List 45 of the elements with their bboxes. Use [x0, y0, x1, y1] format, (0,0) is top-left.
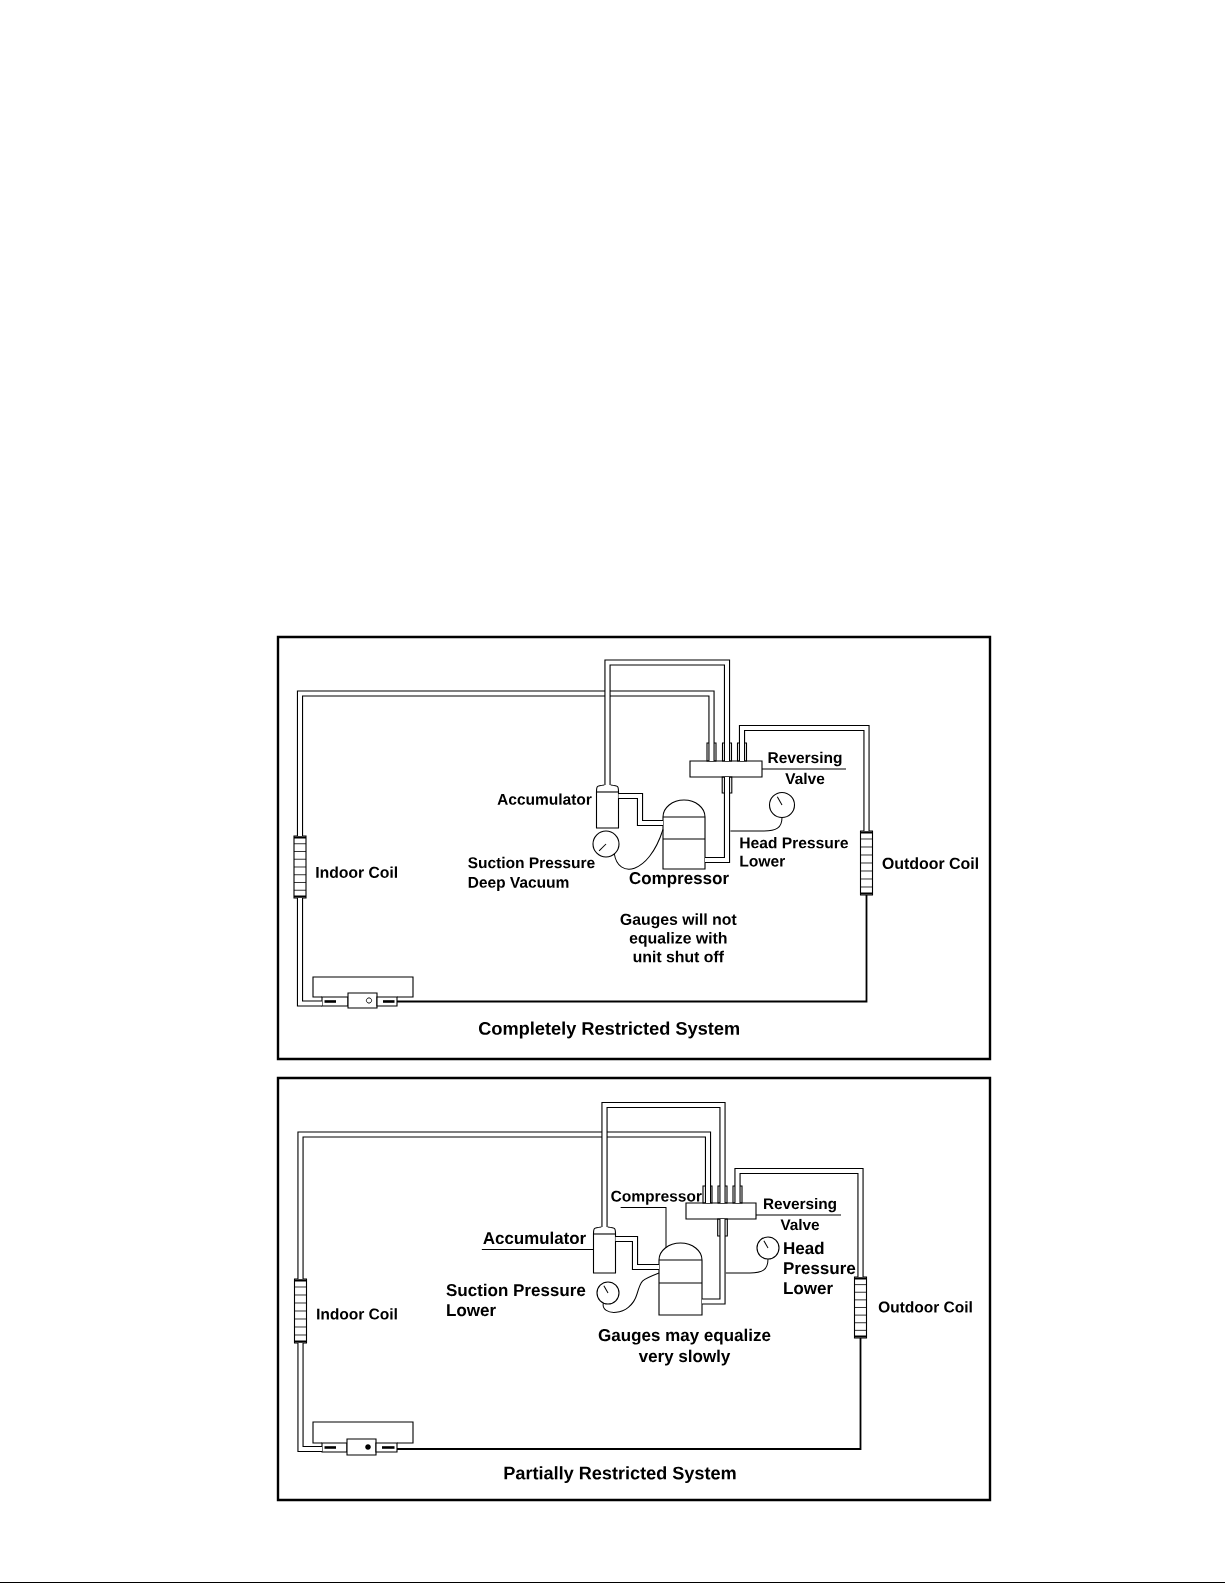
- pipe: [396, 1337, 862, 1450]
- part-label: Indoor Coil: [316, 866, 397, 878]
- part-label: Suction Pressure Lower: [446, 1283, 586, 1317]
- pipe: [601, 1101, 726, 1227]
- reversing-valve: [689, 742, 763, 794]
- leader-line: [761, 768, 847, 770]
- panel-label: Partially Restricted System: [504, 1466, 736, 1484]
- part-label: Suction Pressure Deep Vacuum: [468, 856, 595, 891]
- note: Gauges will not equalize with unit shut off: [620, 913, 737, 963]
- gauge-hose: [613, 829, 664, 870]
- panel-label: Completely Restricted System: [478, 1021, 739, 1039]
- pipe: [297, 1343, 322, 1453]
- gauge-hose: [725, 1258, 769, 1274]
- part-label: Reversing Valve: [768, 751, 842, 785]
- pipe: [296, 898, 322, 1007]
- part-label: Reversing Valve: [764, 1197, 836, 1231]
- pipe: [615, 1235, 659, 1271]
- metering-device: [312, 976, 414, 1009]
- part-label: Head Pressure Lower: [784, 1241, 856, 1295]
- part-label: Accumulator: [483, 1231, 586, 1245]
- accumulator: [592, 1226, 617, 1274]
- part-label: Outdoor Coil: [878, 1301, 972, 1313]
- note: Gauges may equalize very slowly: [598, 1328, 771, 1366]
- leader-line: [620, 1207, 667, 1248]
- pipe: [702, 1219, 726, 1305]
- part-label: Compressor: [611, 1190, 702, 1205]
- part-label: Accumulator: [497, 793, 592, 805]
- metering-device: [312, 1421, 414, 1456]
- leader-line: [481, 1248, 594, 1250]
- leader-line: [755, 1214, 842, 1216]
- pipe: [734, 1167, 864, 1277]
- pipe: [618, 792, 663, 827]
- part-label: Head Pressure Lower: [740, 836, 848, 867]
- gauge-hose: [729, 817, 783, 832]
- pipe: [297, 1131, 712, 1279]
- part-label: Indoor Coil: [317, 1308, 397, 1320]
- pipe: [705, 777, 731, 864]
- part-label: Outdoor Coil: [882, 857, 978, 870]
- pipe: [296, 690, 715, 836]
- pipe: [396, 894, 868, 1003]
- part-label: Compressor: [629, 872, 729, 888]
- pipe: [604, 659, 731, 785]
- gauge-hose: [602, 1272, 660, 1313]
- compressor: [658, 1242, 703, 1316]
- pipe: [738, 724, 870, 831]
